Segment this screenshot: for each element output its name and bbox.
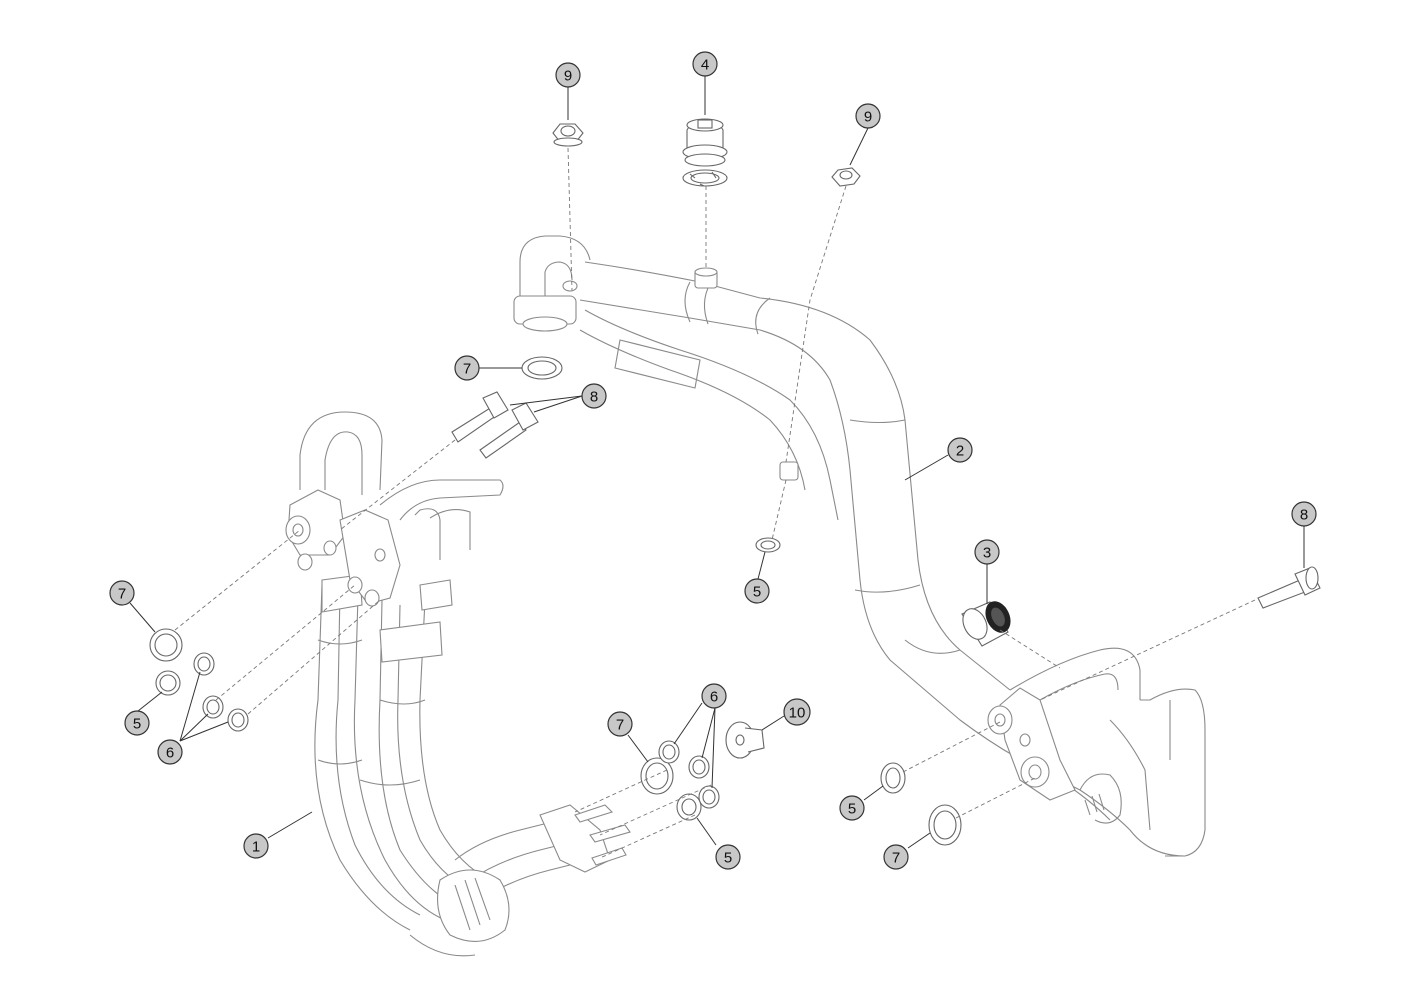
part-10-washer bbox=[725, 721, 765, 759]
callout-10-label: 10 bbox=[789, 705, 806, 722]
callout-3[interactable]: 3 bbox=[974, 539, 1000, 565]
callout-7-right-label: 7 bbox=[892, 850, 900, 867]
callout-5-center-label: 5 bbox=[753, 584, 761, 601]
callout-7-left[interactable]: 7 bbox=[109, 580, 135, 606]
callout-6-left[interactable]: 6 bbox=[157, 739, 183, 765]
callout-2-label: 2 bbox=[956, 443, 964, 460]
part-8-bolt-right bbox=[1257, 566, 1321, 609]
part-8-bolts-upper bbox=[451, 391, 539, 459]
callout-7-bottom[interactable]: 7 bbox=[607, 711, 633, 737]
callout-7-bottom-label: 7 bbox=[616, 717, 624, 734]
callout-5-left-label: 5 bbox=[133, 716, 141, 733]
callout-9-right[interactable]: 9 bbox=[855, 103, 881, 129]
callout-2[interactable]: 2 bbox=[947, 437, 973, 463]
callout-5-left[interactable]: 5 bbox=[124, 710, 150, 736]
callout-4-label: 4 bbox=[701, 57, 709, 74]
callout-7-top-label: 7 bbox=[463, 361, 471, 378]
callout-8-top-label: 8 bbox=[590, 389, 598, 406]
leader-lines bbox=[129, 76, 1305, 849]
part-9-nut-top bbox=[552, 123, 584, 147]
callout-5-right-label: 5 bbox=[848, 801, 856, 818]
callout-6-bottom[interactable]: 6 bbox=[701, 683, 727, 709]
assembly-guide-lines bbox=[174, 147, 1256, 859]
callout-7-right[interactable]: 7 bbox=[883, 844, 909, 870]
callout-8-right-label: 8 bbox=[1300, 507, 1308, 524]
part-2-upper-tube-assembly bbox=[513, 235, 1206, 857]
callout-9-left-label: 9 bbox=[564, 68, 572, 85]
callout-5-right[interactable]: 5 bbox=[839, 795, 865, 821]
part-3-cap bbox=[961, 601, 1011, 647]
callout-7-top[interactable]: 7 bbox=[454, 355, 480, 381]
callout-5-bottom[interactable]: 5 bbox=[715, 844, 741, 870]
callout-3-label: 3 bbox=[983, 545, 991, 562]
callout-7-left-label: 7 bbox=[118, 586, 126, 603]
callout-6-bottom-label: 6 bbox=[710, 689, 718, 706]
part-9-nut-right bbox=[831, 167, 861, 187]
part-1-left-tube-assembly bbox=[285, 411, 631, 957]
callout-10[interactable]: 10 bbox=[783, 698, 811, 726]
callout-4[interactable]: 4 bbox=[692, 51, 718, 77]
callout-6-left-label: 6 bbox=[166, 745, 174, 762]
callout-5-center[interactable]: 5 bbox=[744, 578, 770, 604]
callout-9-left[interactable]: 9 bbox=[555, 62, 581, 88]
seals bbox=[149, 356, 962, 846]
callout-1-label: 1 bbox=[252, 839, 260, 856]
callout-9-right-label: 9 bbox=[864, 109, 872, 126]
callout-8-right[interactable]: 8 bbox=[1291, 501, 1317, 527]
callout-8-top[interactable]: 8 bbox=[581, 383, 607, 409]
part-4-plug bbox=[682, 118, 728, 187]
callout-1[interactable]: 1 bbox=[243, 833, 269, 859]
callout-5-bottom-label: 5 bbox=[724, 850, 732, 867]
callouts: 1 2 3 4 5 5 5 5 6 6 7 7 7 7 8 8 9 9 10 bbox=[109, 51, 1317, 870]
